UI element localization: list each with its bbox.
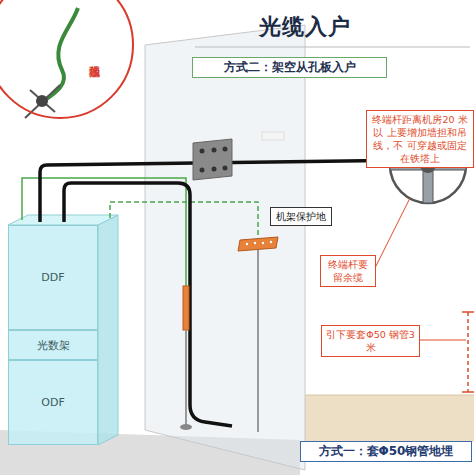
method-box: 方式一：套Φ50钢管地埋 [300, 441, 472, 462]
inset-background [0, 0, 134, 119]
ground-rod [185, 330, 187, 425]
box-text: 终端杆要 留余缆 [324, 258, 372, 284]
ground-lug [30, 90, 55, 112]
cabinet-unit: DDF [8, 225, 98, 330]
cabinet-unit: ODF [8, 360, 98, 445]
ground-edge [305, 395, 474, 396]
dimension-tick [462, 311, 474, 313]
method-box: 方式二：架空从孔板入户 [192, 57, 387, 78]
box-text: 机架保护地 [276, 210, 326, 224]
dimension-line [467, 312, 469, 392]
inset-circle: 加强芯接地 [0, 0, 134, 119]
note-box: 终端杆要 留余缆 [320, 255, 376, 287]
box-text: 引下要套Φ50 钢管3米 [325, 328, 416, 354]
ground-wire-dashed [110, 202, 258, 240]
hole-plate [193, 139, 232, 180]
diagram-title: 光缆入户 [230, 12, 380, 42]
label-box: 机架保护地 [270, 207, 332, 226]
ground-bar [183, 286, 189, 330]
note-box: 引下要套Φ50 钢管3米 [321, 325, 420, 357]
title-rule [195, 47, 470, 48]
leader-line [420, 340, 466, 341]
dimension-tick [462, 391, 474, 393]
ground-bar [238, 237, 278, 251]
box-text: DDF [41, 271, 64, 284]
leader-line [375, 198, 410, 268]
box-text: 光数架 [37, 338, 70, 353]
strength-core-wire [42, 8, 78, 102]
box-text: 终端杆距离机房20 米以 上要增加墙担和吊线，不 可穿越或固定在铁塔上 [370, 113, 470, 165]
ground-rod [257, 250, 259, 432]
ground-screw [36, 95, 48, 107]
box-text: 方式二：架空从孔板入户 [224, 59, 356, 76]
box-text: 方式一：套Φ50钢管地埋 [319, 443, 454, 460]
ground-lug [25, 85, 60, 118]
wall [145, 25, 305, 470]
ground-rod-base [180, 424, 192, 430]
box-text: ODF [41, 396, 64, 409]
cabinet-unit: 光数架 [8, 330, 98, 360]
note-box: 终端杆距离机房20 米以 上要增加墙担和吊线，不 可穿越或固定在铁塔上 [366, 110, 474, 168]
cabinet-side [98, 215, 118, 445]
wall-window [262, 132, 284, 140]
ground [305, 395, 474, 442]
